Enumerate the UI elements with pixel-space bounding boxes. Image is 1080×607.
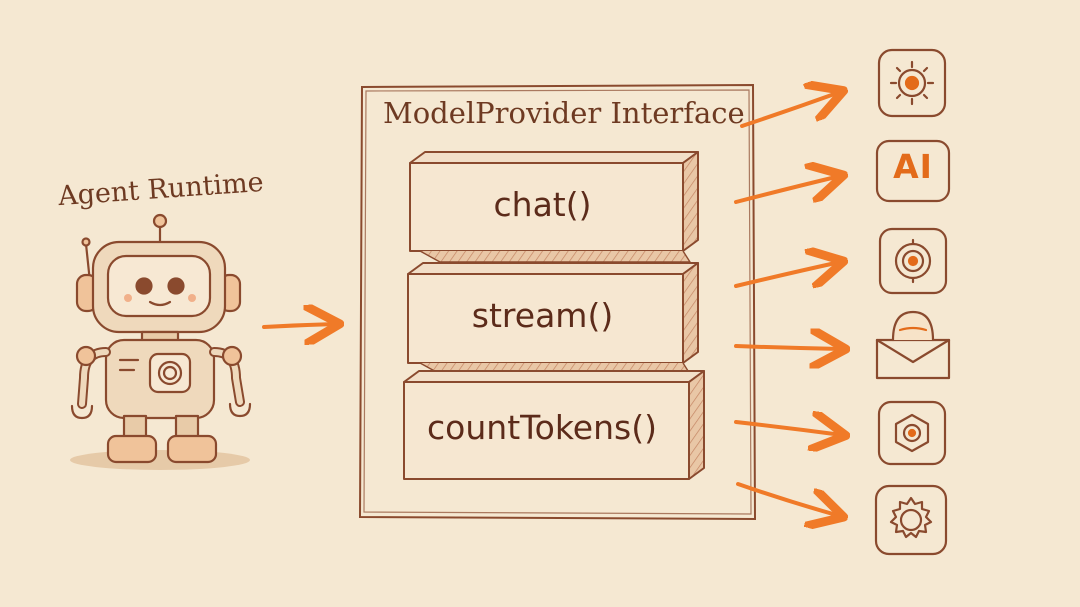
dome-envelope-icon [875,310,951,380]
arrow-to-provider-5 [734,422,842,435]
robot-icon [70,213,252,470]
ai-badge-text: AI [893,147,933,186]
ai-badge-icon [875,139,951,203]
runtime-to-interface-arrow [262,324,336,327]
arrow-to-provider-2 [734,176,840,204]
method-block-chat [409,151,699,263]
arrow-to-provider-1 [740,92,840,128]
hexagon-shield-icon [877,400,947,466]
method-counttokens-label: countTokens() [427,408,657,447]
method-stream-label: stream() [471,296,614,335]
interface-title: ModelProvider Interface [383,96,745,130]
method-block-counttokens [403,370,705,480]
arrow-to-provider-3 [734,262,840,286]
gear-icon [874,484,948,556]
arrow-to-provider-6 [736,482,840,516]
target-shield-icon [878,227,948,295]
arrow-to-provider-4 [734,346,842,349]
interface-frame [358,83,757,521]
method-chat-label: chat() [493,185,592,224]
sun-gear-icon [877,48,947,118]
method-block-stream [407,262,699,375]
